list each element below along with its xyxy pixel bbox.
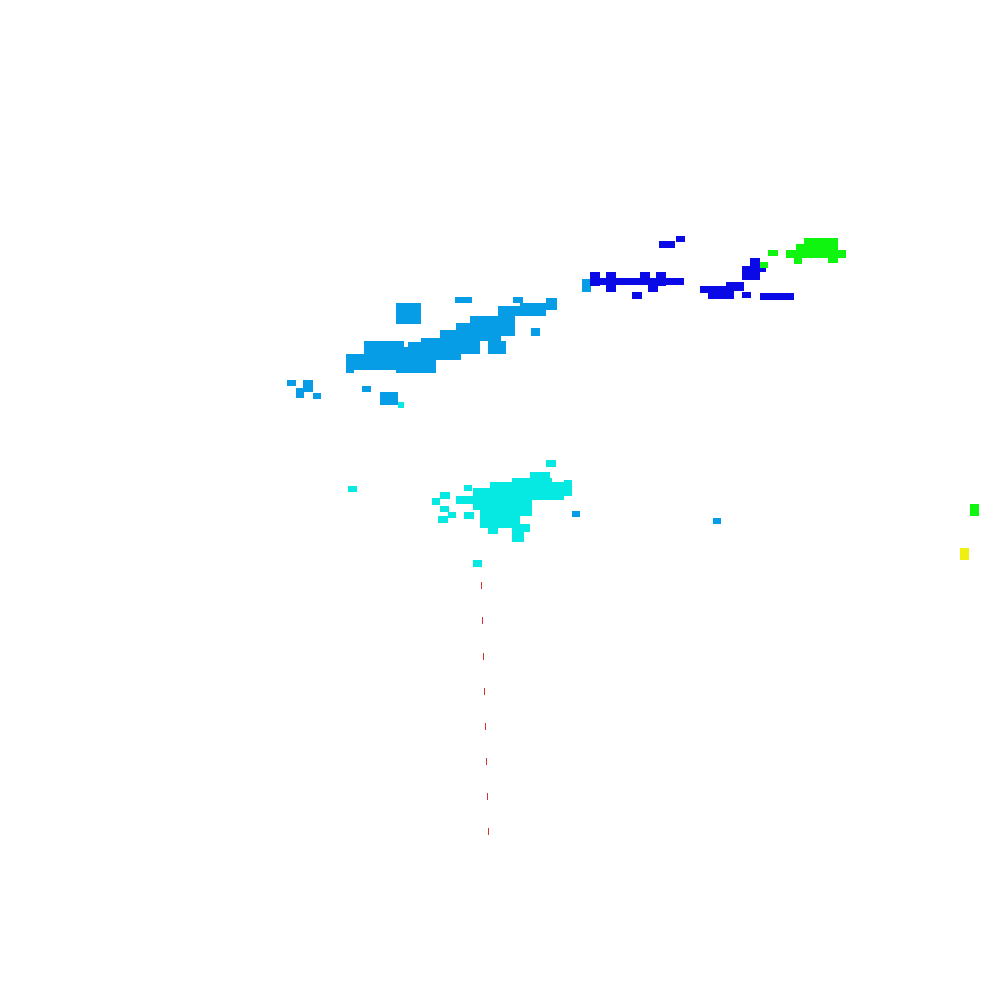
undefined: [520, 303, 546, 315]
undefined: [488, 528, 498, 534]
tick-mark: [486, 758, 487, 765]
undefined: [582, 279, 591, 292]
undefined: [656, 272, 666, 286]
undefined: [726, 282, 744, 291]
undefined: [590, 272, 600, 286]
undefined: [572, 511, 580, 517]
undefined: [455, 297, 472, 303]
echo-cluster-yellow: [960, 548, 969, 560]
undefined: [513, 297, 523, 303]
undefined: [970, 504, 979, 516]
undefined: [648, 284, 658, 292]
undefined: [750, 258, 760, 268]
undefined: [440, 506, 449, 512]
vertical-tick-marks: [481, 582, 489, 835]
undefined: [760, 293, 794, 300]
undefined: [296, 388, 304, 398]
undefined: [768, 250, 778, 256]
undefined: [346, 354, 416, 370]
undefined: [564, 480, 572, 496]
undefined: [742, 292, 751, 298]
undefined: [440, 492, 450, 499]
undefined: [708, 288, 734, 299]
undefined: [362, 386, 371, 392]
undefined: [464, 512, 474, 519]
undefined: [531, 328, 540, 336]
undefined: [448, 512, 456, 518]
undefined: [794, 256, 802, 264]
undefined: [520, 524, 530, 532]
undefined: [546, 298, 557, 310]
undefined: [713, 518, 721, 524]
undefined: [303, 380, 313, 392]
undefined: [464, 485, 472, 491]
undefined: [456, 496, 474, 504]
undefined: [398, 402, 404, 408]
undefined: [548, 482, 564, 500]
tick-mark: [485, 723, 486, 730]
echo-cluster-cyan: [348, 402, 572, 567]
tick-mark: [488, 828, 489, 835]
undefined: [590, 278, 684, 285]
undefined: [348, 486, 357, 492]
undefined: [760, 262, 768, 268]
undefined: [804, 238, 838, 248]
undefined: [313, 393, 321, 399]
undefined: [480, 512, 520, 528]
tick-mark: [487, 793, 488, 800]
undefined: [606, 272, 616, 292]
tick-mark: [484, 688, 485, 695]
undefined: [758, 266, 766, 272]
echo-cluster-light-blue: [287, 279, 721, 524]
undefined: [632, 292, 642, 299]
tick-mark: [482, 617, 483, 624]
undefined: [432, 498, 440, 505]
undefined: [659, 241, 675, 248]
undefined: [546, 460, 556, 467]
undefined: [346, 366, 354, 373]
undefined: [396, 303, 421, 324]
tick-mark: [483, 653, 484, 660]
echo-cluster-blue: [590, 236, 794, 300]
undefined: [287, 380, 296, 386]
tick-mark: [481, 582, 482, 589]
undefined: [828, 256, 838, 263]
undefined: [676, 236, 685, 242]
undefined: [380, 392, 398, 405]
undefined: [960, 548, 969, 560]
undefined: [488, 341, 506, 354]
undefined: [742, 266, 760, 280]
undefined: [473, 560, 482, 567]
echo-cluster-green: [760, 238, 979, 516]
undefined: [438, 516, 448, 523]
undefined: [640, 272, 650, 284]
